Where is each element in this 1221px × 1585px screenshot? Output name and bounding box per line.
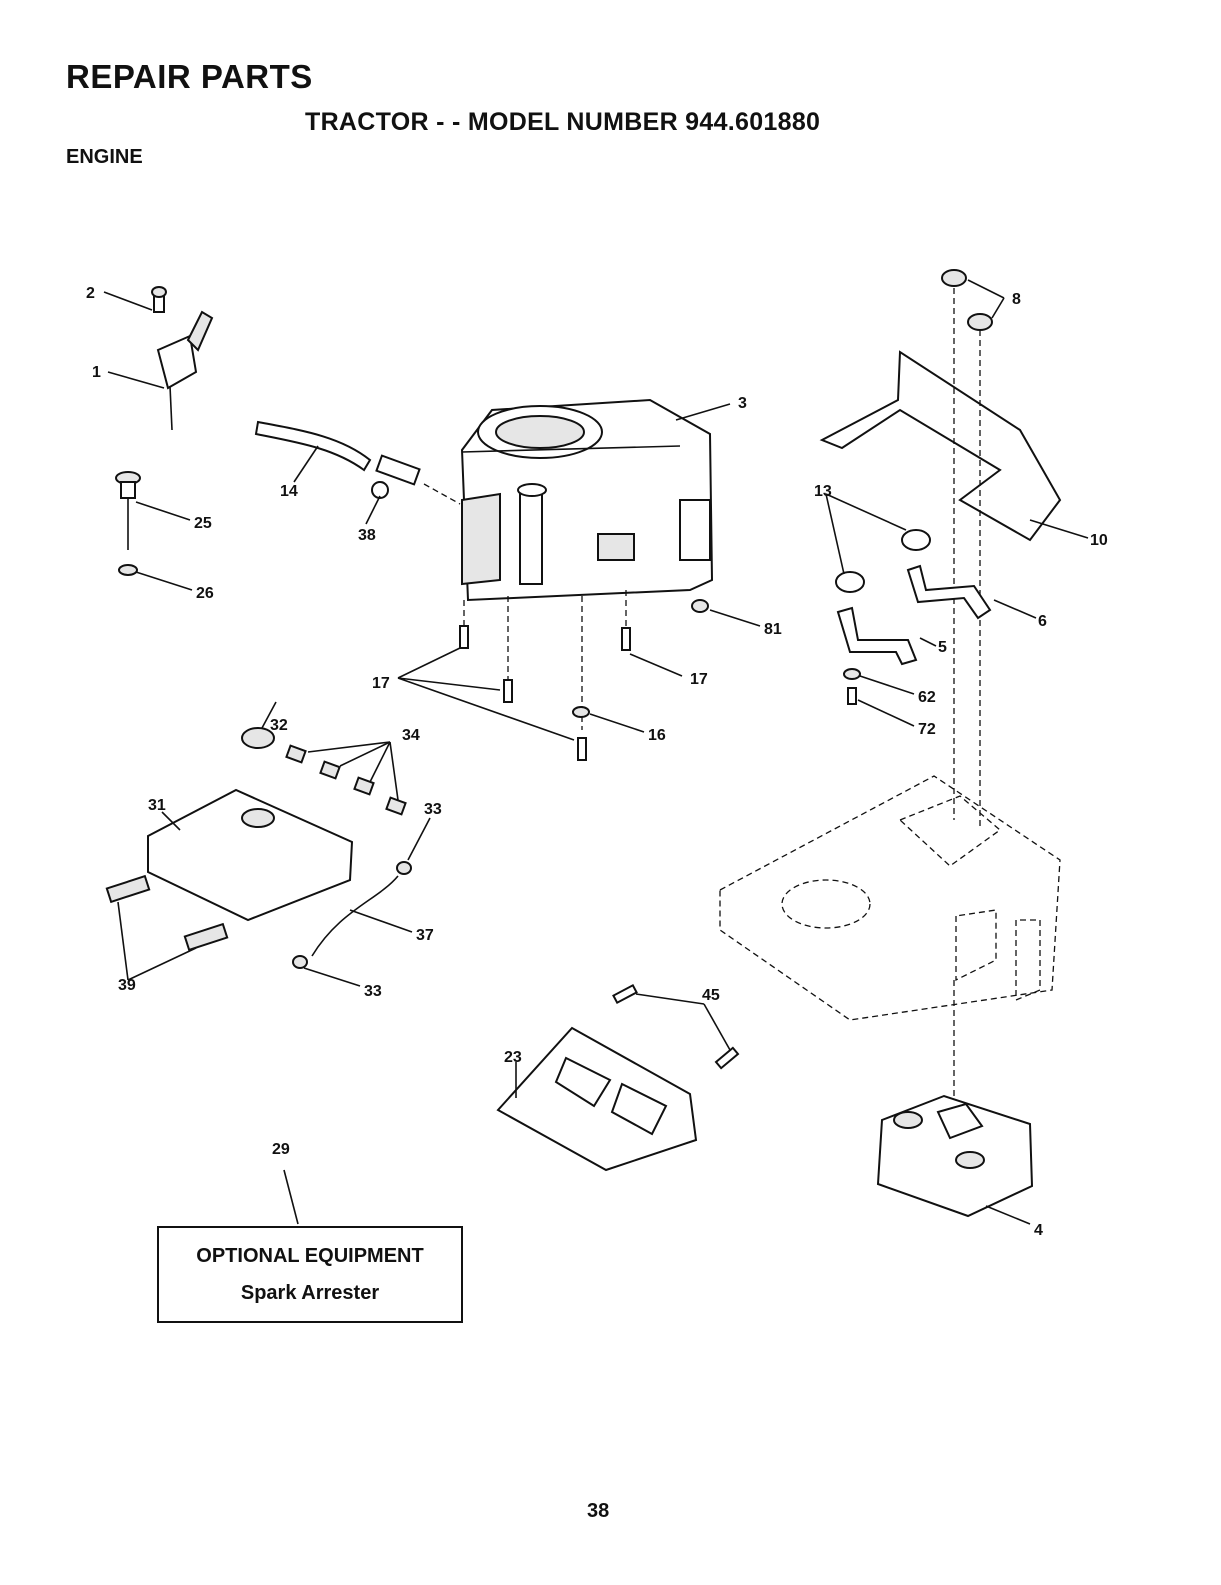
callout-14: 14: [280, 483, 298, 500]
callout-34: 34: [402, 727, 420, 744]
clamp-part: [397, 862, 411, 874]
callout-72: 72: [918, 721, 936, 738]
callout-25: 25: [194, 515, 212, 532]
callout-8: 8: [1012, 291, 1021, 308]
callout-26: 26: [196, 585, 214, 602]
chassis-frame: [720, 776, 1060, 1020]
callout-4: 4: [1034, 1222, 1043, 1239]
exhaust-pipe-left-part: [838, 608, 916, 664]
foam-pad-parts: [286, 746, 405, 815]
fuel-hose-part: [256, 422, 370, 470]
callout-17-right: 17: [690, 671, 708, 688]
callout-17-left: 17: [372, 675, 390, 692]
callout-62: 62: [918, 689, 936, 706]
exhaust-pipe-right-part: [908, 566, 990, 618]
callout-29: 29: [272, 1141, 290, 1158]
lock-washer-part: [844, 669, 860, 679]
optional-equipment-title: OPTIONAL EQUIPMENT: [159, 1245, 461, 1268]
washer-part: [573, 707, 589, 717]
callout-10: 10: [1090, 532, 1108, 549]
callout-33-bottom: 33: [364, 983, 382, 1000]
muffler-part: [878, 1096, 1032, 1216]
callout-31: 31: [148, 797, 166, 814]
callout-1: 1: [92, 364, 101, 381]
optional-equipment-item: Spark Arrester: [159, 1282, 461, 1305]
callout-2: 2: [86, 285, 95, 302]
screw-part: [942, 270, 966, 286]
callout-3: 3: [738, 395, 747, 412]
callout-38: 38: [358, 527, 376, 544]
callout-33-top: 33: [424, 801, 442, 818]
page-number: 38: [587, 1500, 609, 1523]
callout-81: 81: [764, 621, 782, 638]
fuel-fitting-part: [372, 456, 420, 498]
engine-mounting-bolts: [460, 626, 630, 760]
bolt-part: [848, 688, 856, 704]
guard-screw-part: [613, 985, 636, 1002]
optional-equipment-box: OPTIONAL EQUIPMENT Spark Arrester: [157, 1226, 463, 1323]
nut-part: [692, 600, 708, 612]
callout-45: 45: [702, 987, 720, 1004]
callout-37: 37: [416, 927, 434, 944]
heat-shield-part: [822, 352, 1060, 540]
callout-32: 32: [270, 717, 288, 734]
knob-and-washer-part: [116, 472, 140, 575]
engine-part: [462, 400, 712, 600]
spacer-part: [107, 876, 149, 902]
callout-13: 13: [814, 483, 832, 500]
callout-5: 5: [938, 639, 947, 656]
callout-16: 16: [648, 727, 666, 744]
throttle-control-part: [152, 287, 212, 430]
callout-6: 6: [1038, 613, 1047, 630]
callout-39: 39: [118, 977, 136, 994]
callout-23: 23: [504, 1049, 522, 1066]
